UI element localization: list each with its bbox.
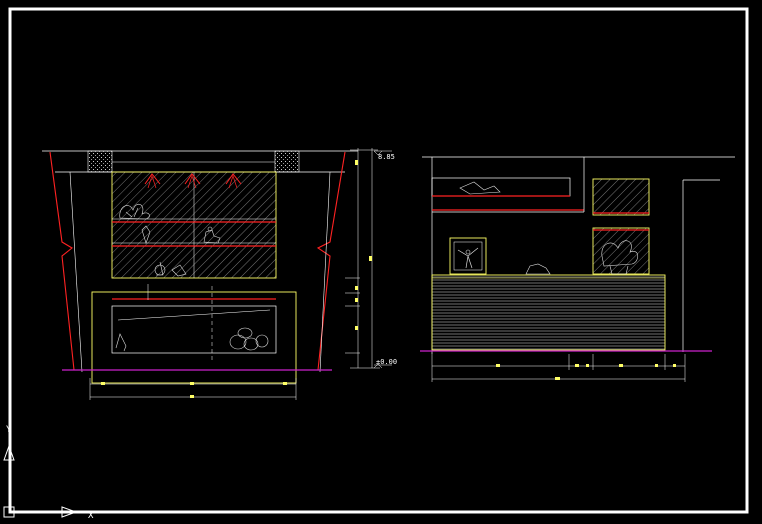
spotlight-center <box>184 173 201 185</box>
ucs-origin-box <box>3 506 15 518</box>
top-level-label: 8.85 <box>378 153 395 161</box>
picture-figure <box>457 247 479 269</box>
chair-ornament-lower <box>115 333 127 352</box>
plant-pot <box>601 240 639 275</box>
niche-slope <box>117 309 271 321</box>
hatched-panel-upper <box>592 178 650 216</box>
drawing-border-frame <box>8 7 749 514</box>
ucs-y-arrow <box>3 444 15 461</box>
left-wall-break-line <box>49 151 75 371</box>
right-elevation[interactable] <box>420 156 735 382</box>
upper-shelf-box <box>431 177 571 197</box>
dim-tick <box>101 382 105 385</box>
picture-frame <box>449 237 487 275</box>
ucs-y-label: Y <box>6 425 12 435</box>
shelf-sculpture <box>459 181 501 195</box>
right-column-block <box>274 150 300 173</box>
top-level-marker: 8.85 <box>373 150 395 161</box>
ucs-icon: Y X <box>3 422 94 521</box>
counter-ornament <box>525 263 551 275</box>
chair-ornament <box>171 264 187 277</box>
left-column-block <box>87 150 113 173</box>
hatched-panel-lower <box>592 227 650 275</box>
shelf-ornaments <box>119 203 221 277</box>
reception-counter <box>431 274 666 351</box>
spotlight-left <box>144 173 161 185</box>
vase-ornament <box>141 225 151 244</box>
left-elevation[interactable]: 8.85 ±0.00 <box>42 148 397 400</box>
right-wall-inner <box>319 171 331 373</box>
rock-ornament <box>229 327 269 351</box>
ucs-x-arrow <box>61 506 78 518</box>
left-wall-inner <box>69 171 83 373</box>
ucs-x-label: X <box>88 511 94 521</box>
spotlights <box>144 173 242 189</box>
plant-ornament <box>119 203 150 220</box>
lower-niche-inner <box>111 305 277 354</box>
right-wall-break-line <box>316 151 346 371</box>
spotlight-right <box>225 173 242 185</box>
figurine-ornament <box>203 229 221 244</box>
floor-level-marker: ±0.00 <box>373 358 397 369</box>
floor-level-label: ±0.00 <box>376 358 397 366</box>
